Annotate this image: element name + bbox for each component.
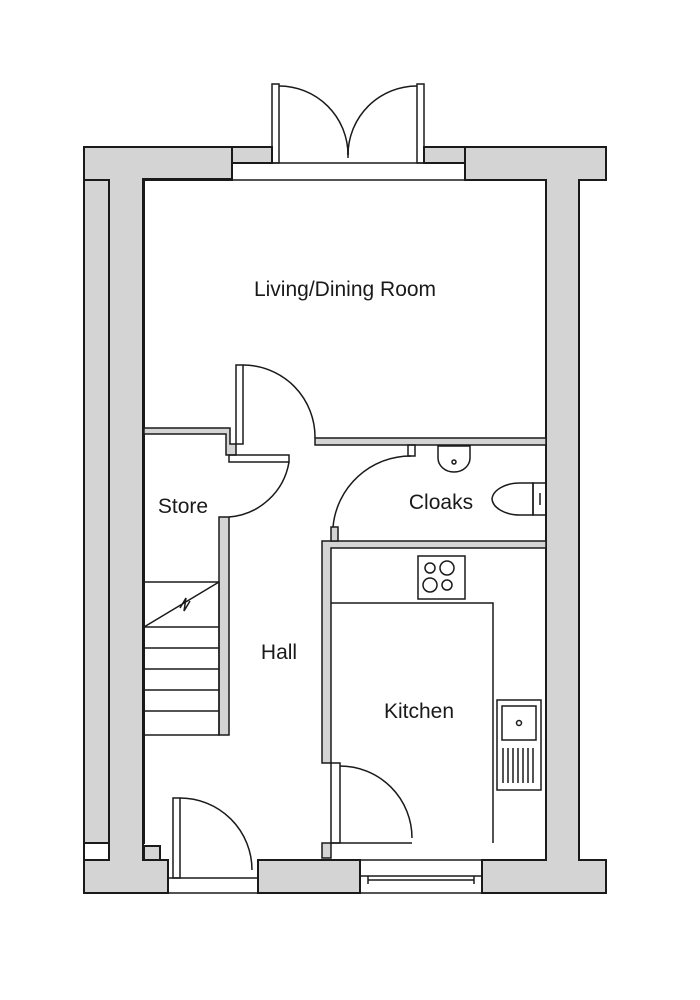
door-cloaks xyxy=(407,444,416,457)
room-label-living-dining: Living/Dining Room xyxy=(254,278,436,301)
room-label-kitchen: Kitchen xyxy=(384,700,454,723)
wall-top-reveal-right xyxy=(423,146,466,164)
door-living xyxy=(235,364,244,445)
door-front xyxy=(172,797,181,879)
room-label-cloaks: Cloaks xyxy=(409,491,473,514)
cloaks-fixtures xyxy=(437,445,547,516)
internal-walls xyxy=(143,427,547,859)
sink-icon xyxy=(496,699,542,791)
wc-icon xyxy=(491,482,534,516)
door-kitchen xyxy=(330,762,341,844)
french-doors xyxy=(232,83,465,181)
basin-icon xyxy=(437,445,471,473)
wall-top-reveal-left xyxy=(231,146,273,164)
hob-icon xyxy=(417,555,466,600)
staircase xyxy=(143,581,220,736)
doors xyxy=(160,364,416,894)
room-label-store: Store xyxy=(158,495,208,518)
wall-bottom-pier xyxy=(143,845,161,861)
kitchen-window xyxy=(359,859,483,894)
wall-top-left xyxy=(83,146,233,894)
room-label-hall: Hall xyxy=(261,641,297,664)
room-labels: Living/Dining Room Store Cloaks Hall Kit… xyxy=(158,278,473,723)
door-store xyxy=(228,454,290,463)
wall-bottom-middle xyxy=(257,859,361,894)
wall-right xyxy=(464,146,607,894)
kitchen-fixtures xyxy=(331,555,542,843)
external-walls xyxy=(83,146,607,894)
